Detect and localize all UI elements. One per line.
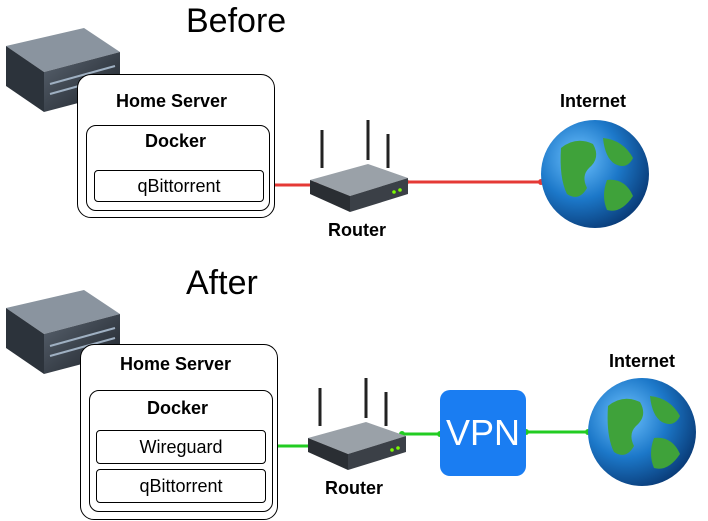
before-docker-label: Docker bbox=[145, 131, 207, 151]
before-router-label: Router bbox=[328, 220, 386, 240]
vpn-node: VPN bbox=[440, 390, 526, 476]
after-title: After bbox=[186, 264, 258, 302]
globe-icon bbox=[588, 378, 696, 486]
after-home-server-label: Home Server bbox=[120, 354, 232, 374]
globe-icon bbox=[541, 120, 649, 228]
before-app-qbittorrent: qBittorrent bbox=[94, 170, 264, 202]
after-docker-label: Docker bbox=[147, 398, 209, 418]
before-home-server-label: Home Server bbox=[116, 91, 228, 111]
vpn-label: VPN bbox=[445, 412, 521, 453]
router-icon bbox=[310, 120, 408, 212]
after-router-label: Router bbox=[325, 478, 383, 498]
before-internet-label: Internet bbox=[560, 91, 627, 111]
before-title: Before bbox=[186, 2, 287, 40]
after-app-wireguard: Wireguard bbox=[96, 430, 266, 464]
after-internet-label: Internet bbox=[609, 351, 676, 371]
after-app-qbittorrent: qBittorrent bbox=[96, 469, 266, 503]
router-icon bbox=[308, 378, 406, 470]
